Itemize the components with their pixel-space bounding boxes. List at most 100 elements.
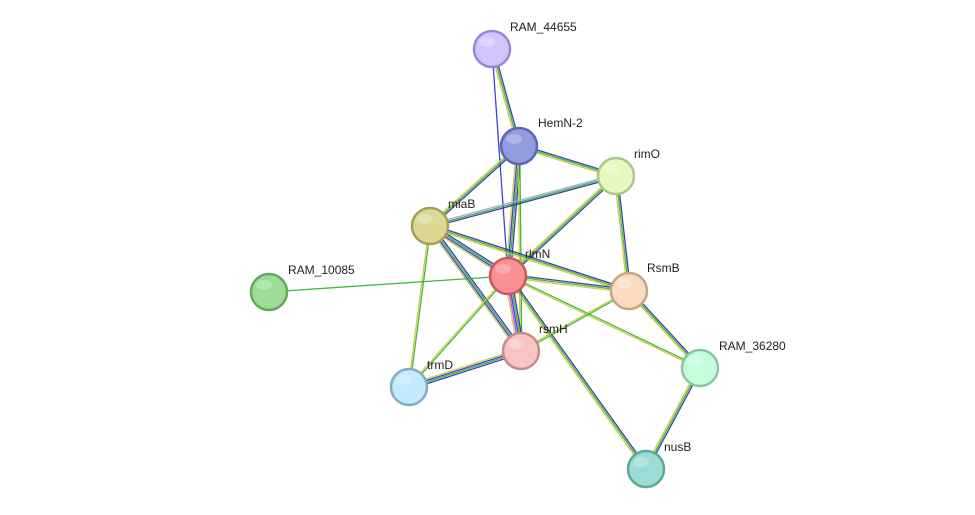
node-highlight	[396, 375, 412, 385]
node-circle[interactable]	[501, 331, 541, 371]
edge-evidence-line	[507, 275, 630, 292]
node-highlight	[417, 214, 433, 224]
edge-evidence-line	[615, 175, 630, 292]
node-RAM_36280[interactable]: RAM_36280	[680, 339, 786, 388]
node-highlight	[603, 164, 619, 174]
edge-evidence-line	[268, 275, 509, 293]
edge-evidence-line	[616, 175, 632, 291]
edges-layer	[268, 48, 702, 471]
edge-evidence-line	[430, 225, 523, 351]
node-circle[interactable]	[472, 29, 512, 69]
edge-evidence-line	[409, 351, 522, 389]
node-RAM_10085[interactable]: RAM_10085	[249, 263, 355, 312]
edge-miaB-rsmH[interactable]	[427, 224, 524, 353]
node-label: miaB	[448, 197, 475, 211]
edge-evidence-line	[508, 273, 630, 291]
edge-evidence-line	[409, 276, 510, 388]
node-circle[interactable]	[680, 348, 720, 388]
edge-evidence-line	[507, 276, 629, 294]
node-trmD[interactable]: trmD	[389, 358, 453, 407]
edge-evidence-line	[508, 176, 618, 278]
edge-evidence-line	[519, 145, 523, 351]
edge-rlmN-trmD[interactable]	[407, 275, 510, 388]
edge-evidence-line	[508, 274, 701, 368]
node-label: rimO	[634, 147, 660, 161]
edge-HemN-2-rsmH[interactable]	[517, 145, 523, 352]
edge-miaB-trmD[interactable]	[407, 225, 432, 388]
edge-evidence-line	[429, 145, 520, 227]
node-rimO[interactable]: rimO	[596, 147, 660, 196]
node-rsmH[interactable]: rsmH	[501, 322, 568, 371]
node-label: trmD	[427, 358, 453, 372]
edge-evidence-line	[506, 276, 646, 471]
node-highlight	[633, 457, 649, 467]
node-highlight	[687, 356, 703, 366]
node-circle[interactable]	[626, 449, 666, 489]
node-circle[interactable]	[596, 156, 636, 196]
node-circle[interactable]	[499, 126, 539, 166]
edge-evidence-line	[430, 176, 617, 229]
node-miaB[interactable]: miaB	[410, 197, 475, 246]
edge-evidence-line	[521, 291, 630, 353]
node-highlight	[256, 280, 272, 290]
node-label: RsmB	[647, 261, 680, 275]
node-label: rlmN	[525, 247, 550, 261]
node-label: nusB	[664, 440, 691, 454]
node-circle[interactable]	[410, 206, 450, 246]
node-RAM_44655[interactable]: RAM_44655	[472, 20, 577, 69]
node-circle[interactable]	[488, 256, 528, 296]
node-circle[interactable]	[389, 367, 429, 407]
edge-HemN-2-miaB[interactable]	[428, 144, 521, 228]
edge-RsmB-rsmH[interactable]	[520, 289, 630, 353]
edge-evidence-line	[613, 176, 629, 292]
edge-evidence-line	[409, 226, 432, 388]
node-highlight	[508, 339, 524, 349]
edge-evidence-line	[407, 225, 430, 387]
edge-evidence-line	[430, 223, 630, 291]
edge-rimO-RsmB[interactable]	[613, 175, 632, 292]
node-highlight	[479, 37, 495, 47]
edge-miaB-RsmB[interactable]	[429, 223, 630, 294]
node-rlmN[interactable]: rlmN	[488, 247, 550, 296]
edge-evidence-line	[507, 275, 647, 470]
edge-evidence-line	[429, 225, 630, 292]
node-label: RAM_10085	[288, 263, 355, 277]
edge-evidence-line	[520, 289, 629, 351]
node-label: HemN-2	[538, 116, 583, 130]
edge-evidence-line	[506, 174, 616, 276]
edge-evidence-line	[506, 145, 519, 276]
edge-evidence-line	[517, 146, 521, 352]
edge-evidence-line	[429, 175, 617, 227]
edge-evidence-line	[407, 275, 508, 387]
edge-evidence-line	[430, 146, 521, 228]
node-label: RAM_44655	[510, 20, 577, 34]
node-highlight	[495, 264, 511, 274]
edge-evidence-line	[428, 226, 521, 352]
edge-rlmN-RsmB[interactable]	[507, 273, 630, 294]
edge-rlmN-RAM_36280[interactable]	[507, 274, 701, 370]
node-RsmB[interactable]: RsmB	[609, 261, 680, 311]
edge-evidence-line	[427, 227, 520, 353]
edge-evidence-line	[408, 348, 521, 386]
edge-evidence-line	[428, 144, 519, 226]
edge-rlmN-RAM_10085[interactable]	[268, 275, 509, 293]
edge-evidence-line	[429, 226, 629, 294]
node-highlight	[506, 134, 522, 144]
node-nusB[interactable]: nusB	[626, 440, 691, 489]
node-label: rsmH	[539, 322, 568, 336]
edge-rimO-miaB[interactable]	[429, 173, 617, 229]
edge-evidence-line	[408, 349, 521, 387]
edge-evidence-line	[429, 173, 616, 226]
edge-evidence-line	[431, 224, 524, 350]
node-highlight	[616, 279, 632, 289]
node-circle[interactable]	[249, 272, 289, 312]
edge-evidence-line	[507, 276, 700, 370]
edge-evidence-line	[504, 145, 518, 276]
node-label: RAM_36280	[719, 339, 786, 353]
node-circle[interactable]	[609, 271, 649, 311]
edge-rlmN-nusB[interactable]	[506, 274, 648, 471]
edge-rsmH-trmD[interactable]	[408, 348, 522, 390]
node-HemN-2[interactable]: HemN-2	[499, 116, 583, 166]
